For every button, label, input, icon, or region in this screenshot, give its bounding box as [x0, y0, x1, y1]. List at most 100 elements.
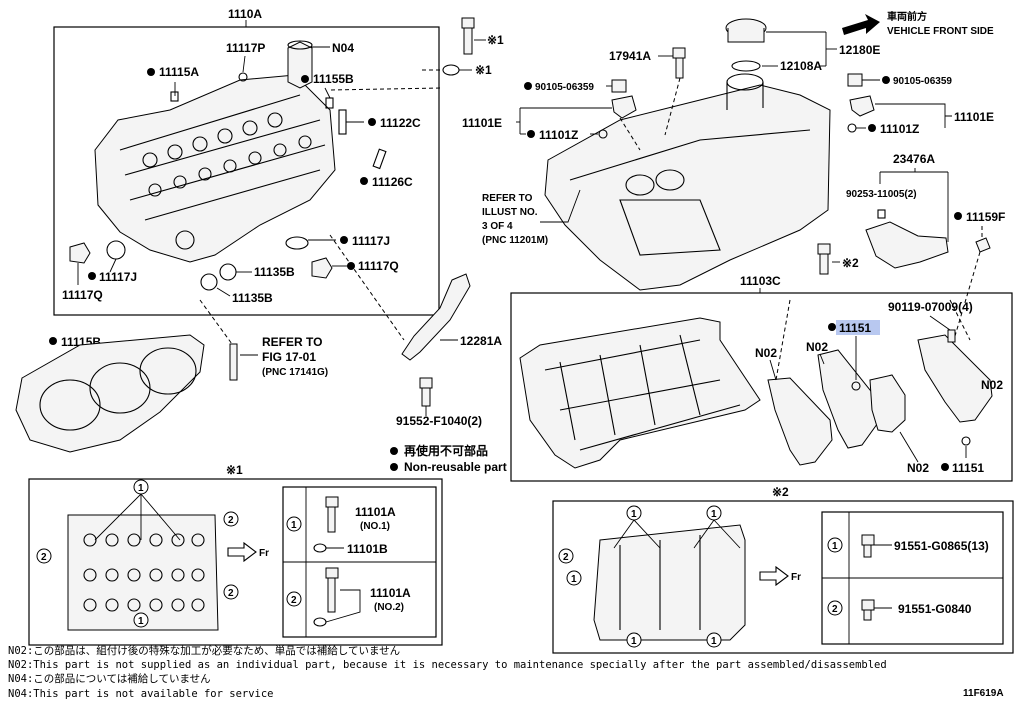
label-11115a[interactable]: 11115A — [159, 65, 199, 79]
seal-11135b-a — [219, 263, 237, 281]
svg-text:1: 1 — [138, 483, 144, 494]
cam-housing-frame — [519, 317, 761, 469]
svg-text:1: 1 — [711, 636, 717, 647]
label-n02-d[interactable]: N02 — [907, 461, 929, 475]
label-11135b-a[interactable]: 11135B — [254, 265, 295, 279]
legend-jp: 再使用不可部品 — [404, 443, 488, 458]
refer-b-line3[interactable]: (PNC 17141G) — [262, 367, 328, 378]
label-11117q-right[interactable]: 11117Q — [358, 259, 399, 273]
sub1-box — [28, 478, 443, 646]
label-11103c[interactable]: 11103C — [740, 274, 781, 288]
t1-no2: 2 — [291, 595, 297, 606]
legend-en: Non-reusable part — [404, 460, 507, 474]
label-11159f[interactable]: 11159F — [966, 210, 1005, 224]
fr-arrow-icon-1 — [227, 541, 257, 563]
valve-cover — [544, 73, 831, 291]
t1-part2[interactable]: 11101A — [370, 586, 411, 600]
fr-label-1: Fr — [259, 548, 269, 559]
label-12108a[interactable]: 12108A — [780, 59, 822, 73]
t1-part1[interactable]: 11101A — [355, 505, 396, 519]
bolt-90119 — [947, 329, 956, 343]
label-11101z-left[interactable]: 11101Z — [539, 128, 578, 142]
svg-text:1: 1 — [631, 636, 637, 647]
t2-part2[interactable]: 91551-G0840 — [898, 602, 972, 616]
label-1110a[interactable]: 1110A — [228, 7, 262, 21]
t1-no1: 1 — [291, 520, 297, 531]
svg-text:2: 2 — [41, 552, 47, 563]
label-17941a[interactable]: 17941A — [609, 49, 651, 63]
seal-11117j-r — [285, 236, 309, 250]
bolt-90105-right — [847, 73, 863, 87]
sensor-left — [611, 95, 637, 119]
sub1-title: ※1 — [226, 463, 243, 477]
note-2: N02:This part is not supplied as an indi… — [8, 659, 887, 671]
label-11151[interactable]: 11151 — [952, 461, 984, 475]
stud-bolt — [229, 343, 238, 381]
label-12281a[interactable]: 12281A — [460, 334, 502, 348]
refer-a-line1[interactable]: REFER TO — [482, 193, 533, 204]
sub2-box — [552, 500, 1014, 654]
label-ref1-washer[interactable]: ※1 — [475, 63, 492, 77]
highlight-11151 — [836, 320, 880, 335]
refer-a-line3[interactable]: 3 OF 4 — [482, 221, 513, 232]
label-90105-right[interactable]: 90105-06359 — [893, 76, 952, 87]
front-arrow-icon — [842, 14, 880, 35]
label-11151-highlight[interactable]: 11151 — [839, 321, 871, 335]
label-12180e[interactable]: 12180E — [839, 43, 880, 57]
t2-no1: 1 — [832, 541, 838, 552]
figure-id: 11F619A — [963, 688, 1004, 699]
head-gasket — [15, 334, 205, 453]
refer-b-line1[interactable]: REFER TO — [262, 335, 322, 349]
svg-text:2: 2 — [228, 588, 234, 599]
sub2-title: ※2 — [772, 485, 789, 499]
label-11126c[interactable]: 11126C — [372, 175, 413, 189]
refer-a-line4[interactable]: (PNC 11201M) — [482, 235, 548, 246]
bolt-90253 — [877, 209, 886, 219]
label-11101z-right[interactable]: 11101Z — [880, 122, 919, 136]
label-ref2-bolt[interactable]: ※2 — [842, 256, 859, 270]
label-n02-b[interactable]: N02 — [806, 340, 828, 354]
sub1-head — [67, 514, 219, 631]
t2-part1[interactable]: 91551-G0865(13) — [894, 539, 989, 553]
seal-11135b-b — [200, 273, 218, 291]
refer-a-line2[interactable]: ILLUST NO. — [482, 207, 538, 218]
label-n02-a[interactable]: N02 — [755, 346, 777, 360]
cam-housing-box — [510, 292, 1013, 482]
label-90105-left[interactable]: 90105-06359 — [535, 82, 594, 93]
sub2-housing — [593, 524, 746, 641]
label-11155b[interactable]: 11155B — [313, 72, 354, 86]
svg-text:1: 1 — [571, 574, 577, 585]
label-11117p[interactable]: 11117P — [226, 41, 265, 55]
label-11117j-right[interactable]: 11117J — [352, 234, 390, 248]
bracket-23476a — [865, 221, 949, 269]
t1-part2-sub: (NO.2) — [374, 602, 404, 613]
cam-caps — [767, 334, 993, 466]
refer-b-line2[interactable]: FIG 17-01 — [262, 350, 316, 364]
label-23476a[interactable]: 23476A — [893, 152, 935, 166]
label-11117j-left[interactable]: 11117J — [99, 270, 137, 284]
front-en: VEHICLE FRONT SIDE — [887, 26, 994, 37]
label-91552[interactable]: 91552-F1040(2) — [396, 414, 482, 428]
label-11135b-b[interactable]: 11135B — [232, 291, 273, 305]
label-n04[interactable]: N04 — [332, 41, 354, 55]
note-3: N04:この部品については補給していません — [8, 672, 211, 685]
housing-bolt — [817, 243, 831, 255]
note-1: N02:この部品は、組付け後の特殊な加工が必要なため、単品では補給していません — [8, 644, 400, 657]
bolt-17941a — [672, 47, 686, 59]
cylinder-head-box — [53, 26, 440, 316]
label-11122c[interactable]: 11122C — [380, 116, 421, 130]
label-11117q-left[interactable]: 11117Q — [62, 288, 103, 302]
fr-label-2: Fr — [791, 572, 801, 583]
pin-11122c — [338, 109, 347, 135]
note-4: N04:This part is not available for servi… — [8, 688, 274, 700]
seal-11117j-l — [106, 240, 126, 260]
head-bolt — [461, 17, 475, 55]
label-90119[interactable]: 90119-07009(4) — [888, 300, 973, 314]
label-n02-c[interactable]: N02 — [981, 378, 1003, 392]
label-11101e-right[interactable]: 11101E — [954, 110, 994, 124]
label-90253[interactable]: 90253-11005(2) — [846, 189, 917, 200]
label-11101e-left[interactable]: 11101E — [462, 116, 502, 130]
label-ref1-bolt[interactable]: ※1 — [487, 33, 504, 47]
t1-part1b[interactable]: 11101B — [347, 542, 388, 556]
